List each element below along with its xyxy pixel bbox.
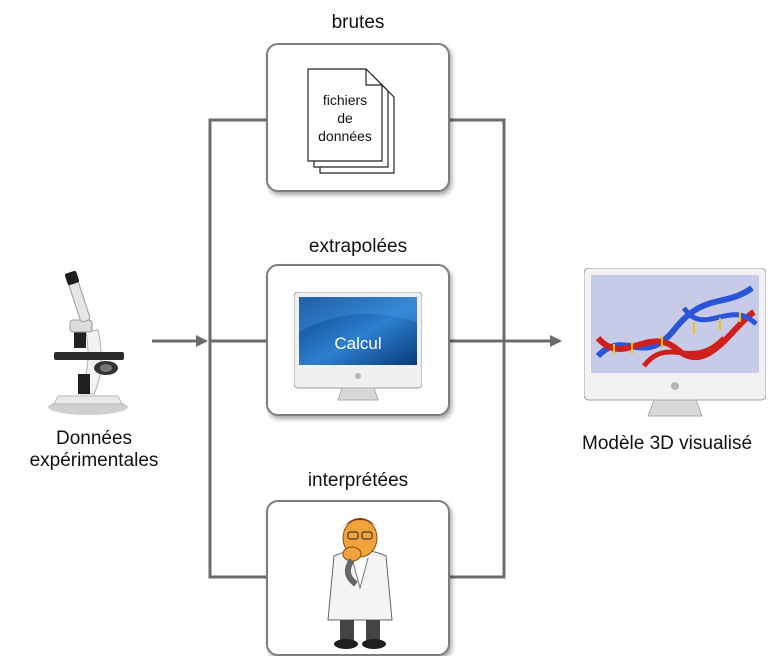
output-label: Modèle 3D visualisé (582, 433, 753, 454)
input-label-line1: Données (55, 428, 133, 449)
document-text-line1: fichiers (322, 92, 368, 108)
computer-icon: Calcul (293, 291, 423, 402)
output-monitor (583, 267, 767, 422)
input-label-line2: expérimentales (29, 450, 159, 471)
document-stack-icon: fichiers de données (304, 67, 404, 179)
merge-connector (446, 118, 506, 579)
microscope-image (34, 270, 134, 418)
branch-interpreted-title: interprétées (307, 470, 409, 491)
branch-raw-box: fichiers de données (266, 43, 450, 192)
branch-extrapolated-box: Calcul (266, 264, 450, 416)
branch-extrapolated-title: extrapolées (308, 236, 408, 257)
document-text-line3: données (318, 128, 372, 144)
dna-helix-icon (595, 285, 758, 368)
screen-label: Calcul (334, 334, 382, 353)
scientist-illustration (312, 508, 408, 650)
input-label: Données expérimentales (6, 428, 182, 472)
document-text: fichiers de données (308, 91, 382, 145)
branch-interpreted-box (266, 500, 450, 656)
branch-raw-title: brutes (331, 12, 385, 33)
document-text-line2: de (337, 110, 353, 126)
split-connector (208, 118, 268, 579)
